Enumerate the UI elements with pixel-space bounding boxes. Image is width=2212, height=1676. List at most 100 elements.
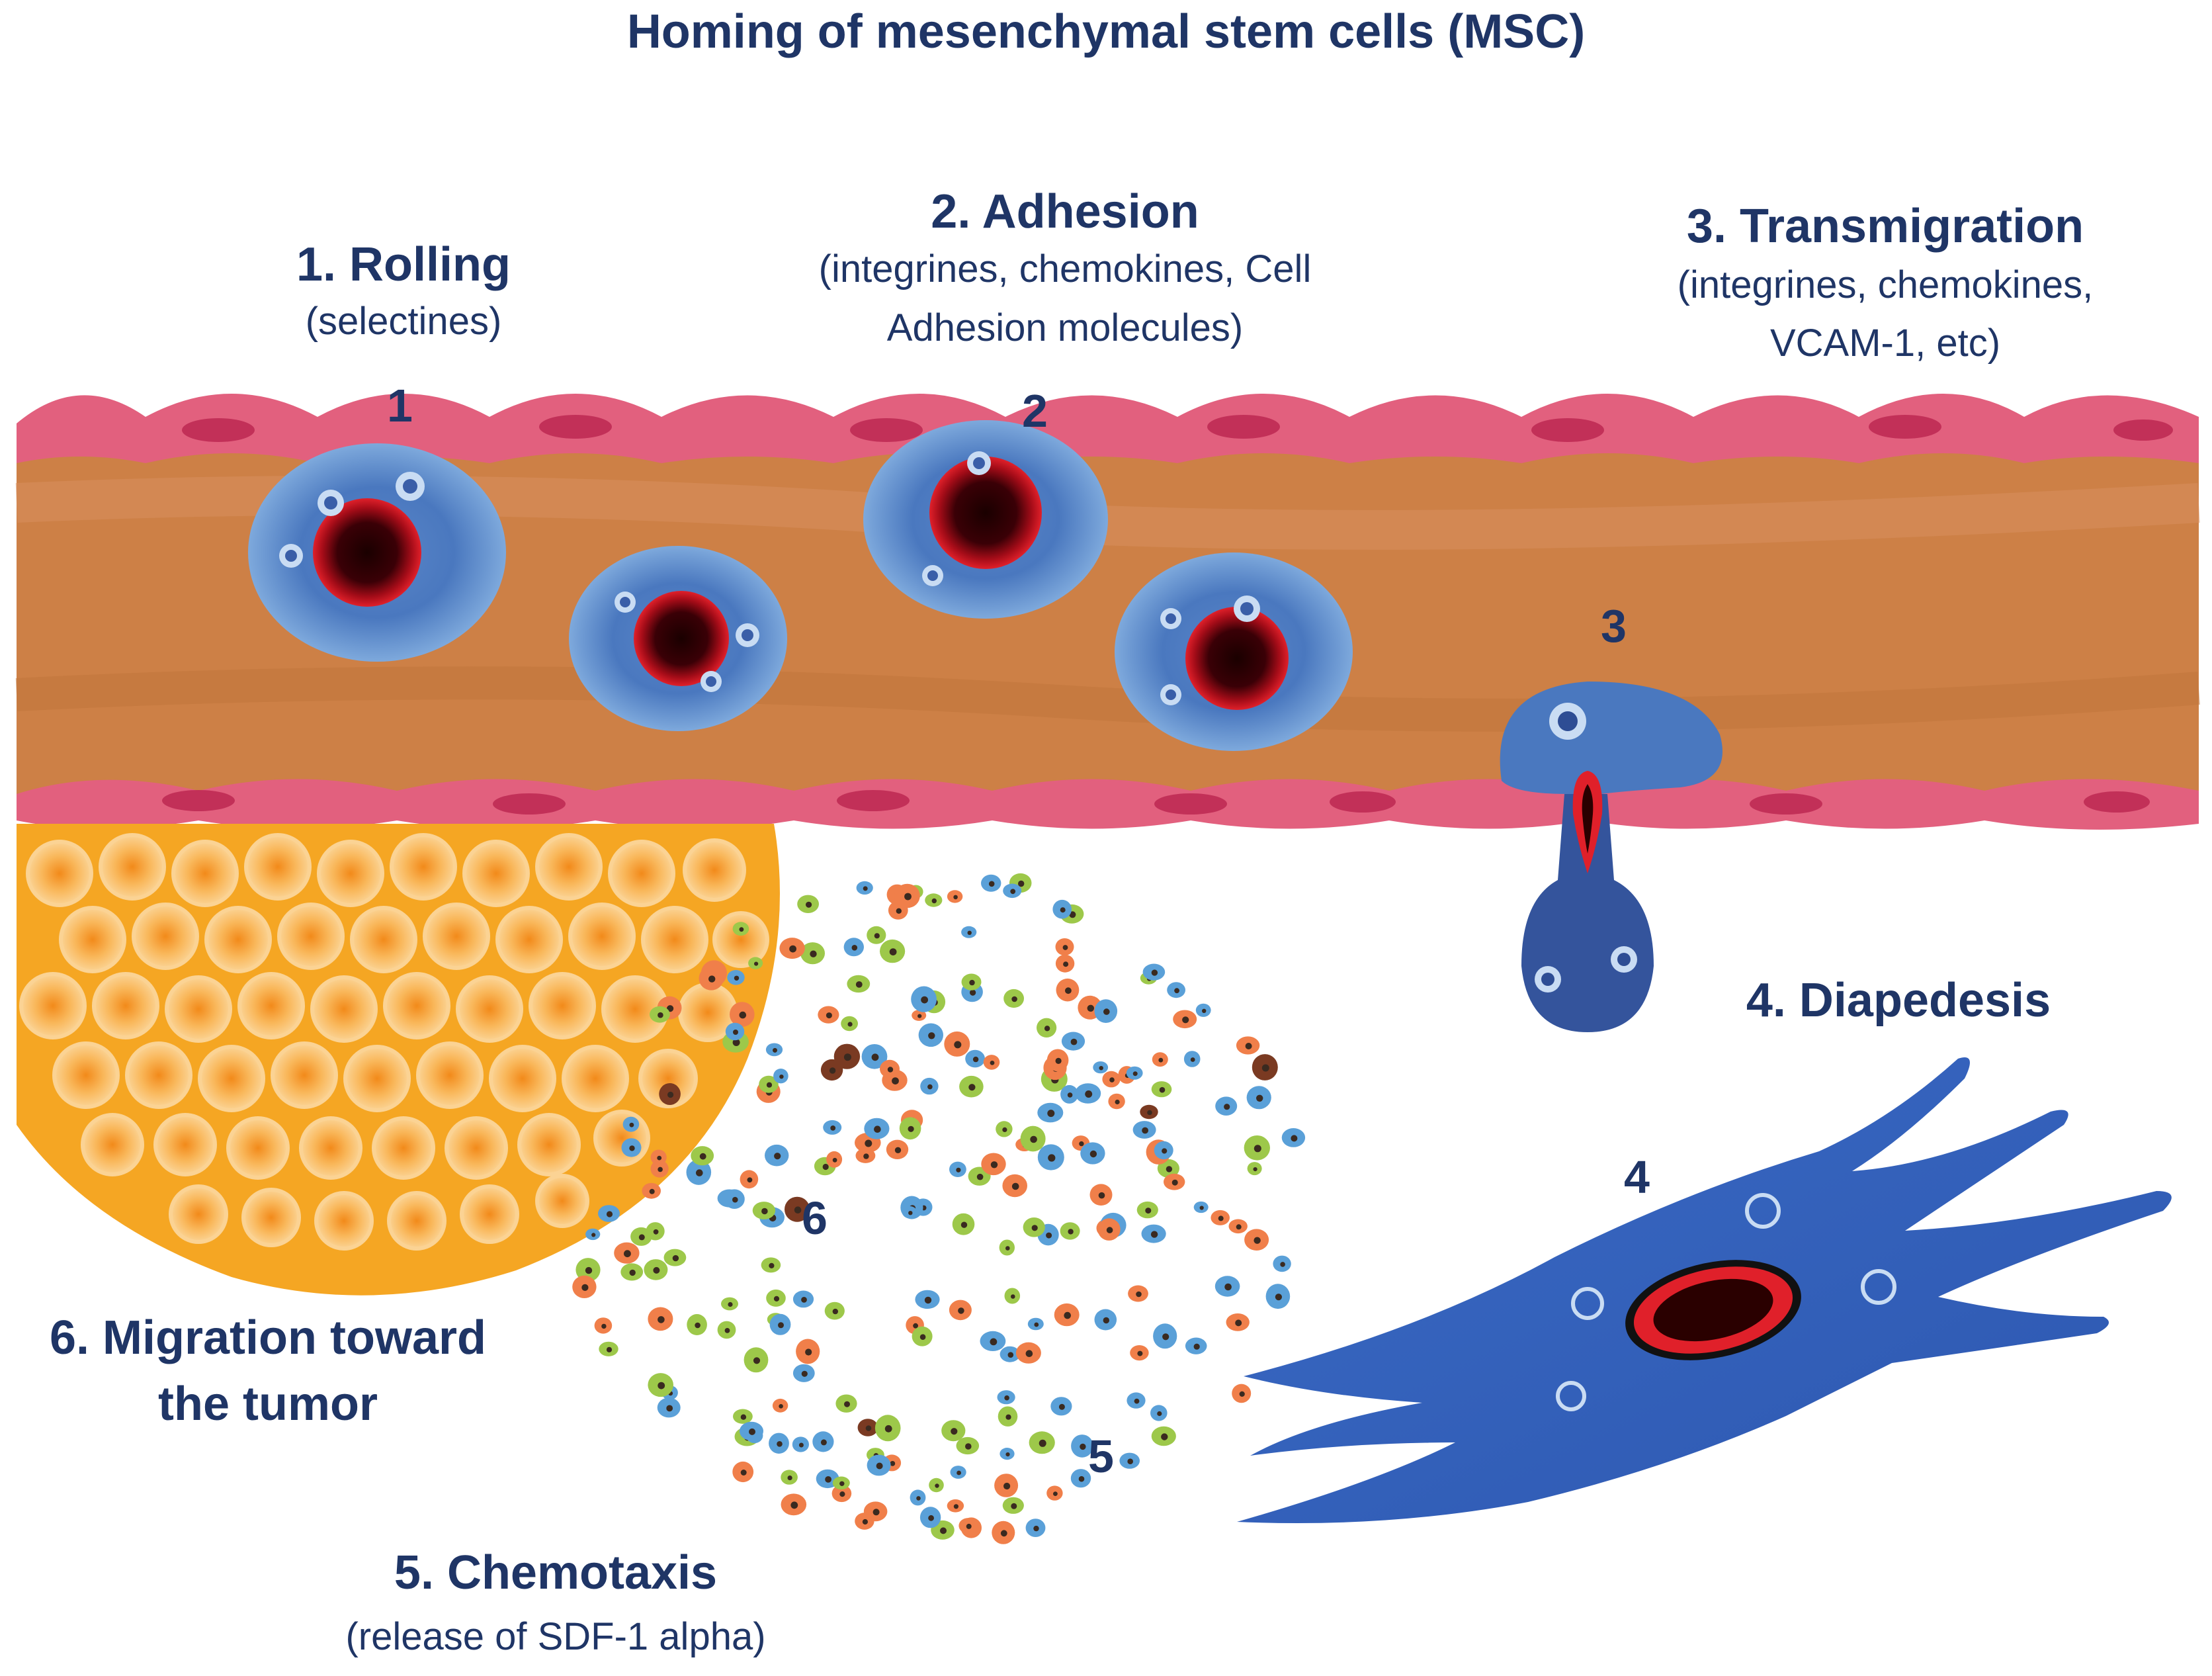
chemokine-particle-core	[789, 945, 796, 953]
chemokine-particle-core	[805, 1348, 812, 1356]
chemokine-particle-core	[931, 898, 937, 904]
chemokine-particle-core	[908, 1125, 914, 1132]
chemokine-particle-core	[826, 1012, 832, 1019]
chemokine-particle-core	[1030, 1135, 1037, 1143]
chemokine-particle-core	[1193, 1343, 1200, 1350]
chemokine-particle-core	[740, 1470, 747, 1476]
chemokine-particle-core	[1070, 1038, 1078, 1045]
step-diapedesis-title: 4. Diapedesis	[1746, 974, 2051, 1027]
chemokine-particle-core	[967, 930, 972, 936]
chemokine-particle-core	[1099, 1066, 1103, 1071]
chemokine-particle-core	[832, 1308, 839, 1315]
chemokine-particle-core	[820, 1439, 827, 1446]
chemokine-particle-core	[1005, 1414, 1011, 1420]
chemokine-particle-core	[1202, 1008, 1207, 1014]
chemokine-particle-core	[653, 1229, 659, 1235]
chemokine-particle-core	[1161, 1433, 1168, 1440]
chemokine-particle-core	[1134, 1398, 1140, 1404]
chemokine-particle-core	[801, 1297, 807, 1303]
chemokine-particle-core	[1151, 969, 1158, 976]
step-chemotaxis-marker: 5	[1088, 1431, 1114, 1482]
chemokine-particle-core	[794, 1206, 802, 1213]
chemokine-particle-core	[1062, 945, 1068, 950]
chemokine-particle-core	[749, 1428, 755, 1435]
step-adhesion-detail-line2: Adhesion molecules)	[886, 306, 1244, 349]
adhesion-msc-cell-2	[1115, 552, 1353, 751]
chemokine-particle-core	[839, 1481, 845, 1486]
chemokine-particle-core	[695, 1322, 701, 1329]
step-adhesion-detail-line1: (integrines, chemokines, Cell	[818, 247, 1312, 290]
step-transmigration-title: 3. Transmigration	[1686, 200, 2084, 253]
chemokine-particle-core	[761, 1208, 768, 1215]
step-chemotaxis-title: 5. Chemotaxis	[394, 1546, 718, 1599]
chemokine-particle-core	[1261, 1064, 1269, 1072]
chemokine-particle-core	[969, 979, 975, 986]
chemokine-particle-core	[894, 1147, 902, 1154]
chemokine-particle-core	[724, 1328, 730, 1333]
chemokine-particle-core	[1044, 1026, 1050, 1032]
chemokine-particle-core	[916, 1496, 921, 1501]
chemokine-particle-core	[1098, 1192, 1105, 1199]
chemokine-particle-core	[1127, 1458, 1133, 1464]
chemokine-particle-core	[733, 1030, 738, 1035]
chemokine-particle-core	[968, 1084, 976, 1091]
chemokine-particle-core	[951, 1428, 958, 1435]
chemokine-particle-core	[1003, 1482, 1011, 1490]
chemokine-particle-core	[1142, 1127, 1148, 1134]
chemokine-particles	[572, 873, 1306, 1544]
chemokine-particle-core	[1275, 1294, 1282, 1301]
chemokine-particle-core	[629, 1145, 635, 1151]
chemokine-particle-core	[844, 1401, 850, 1407]
chemokine-particle-core	[890, 1461, 896, 1466]
chemokine-particle-core	[708, 975, 716, 983]
chemokine-particle-core	[672, 1255, 679, 1262]
tumor-mass	[17, 824, 780, 1296]
chemokine-particle-core	[766, 1082, 773, 1088]
chemokine-particle-core	[1199, 1206, 1204, 1210]
chemokine-particle-core	[1005, 1246, 1010, 1251]
chemokine-particle-core	[696, 1169, 703, 1176]
chemokine-particle-core	[1147, 1110, 1152, 1116]
chemokine-particle-core	[581, 1284, 589, 1291]
step-rolling-title: 1. Rolling	[296, 238, 511, 291]
chemokine-particle-core	[658, 1382, 665, 1389]
chemokine-particle-core	[753, 1357, 761, 1364]
chemokine-particle-core	[1046, 1232, 1052, 1239]
chemokine-particle-core	[865, 1139, 872, 1147]
chemokine-particle-core	[798, 1442, 804, 1448]
rolling-msc-cell	[248, 443, 506, 662]
chemokine-particle-core	[1080, 1443, 1086, 1450]
endothelium-top	[17, 394, 2199, 463]
chemokine-particle-core	[988, 881, 995, 887]
chemokine-particle-core	[990, 1338, 998, 1346]
chemokine-particle-core	[1224, 1104, 1230, 1110]
rolling-msc-cell-2	[569, 546, 787, 731]
chemokine-particle-core	[1058, 1403, 1065, 1410]
chemokine-particle-core	[958, 1307, 964, 1314]
chemokine-particle-core	[1190, 1057, 1195, 1062]
chemokine-particle-core	[1018, 880, 1025, 887]
chemokine-particle-core	[1089, 1150, 1097, 1158]
chemokine-particle-core	[739, 927, 744, 932]
chemokine-particle-core	[777, 1441, 783, 1447]
chemokine-particle-core	[896, 908, 902, 914]
chemokine-particle-core	[1079, 1141, 1084, 1147]
chemokine-particle-core	[649, 1188, 655, 1194]
chemokine-particle-core	[1280, 1262, 1285, 1267]
chemokine-particle-core	[1060, 907, 1066, 913]
chemokine-particle-core	[863, 886, 868, 891]
chemokine-particle-core	[965, 1443, 972, 1450]
chemokine-particle-core	[874, 1125, 881, 1133]
chemokine-particle-core	[1159, 1086, 1166, 1093]
step-migration-title-line2: the tumor	[158, 1378, 378, 1431]
chemokine-particle-core	[779, 1404, 783, 1409]
chemokine-particle-core	[1162, 1333, 1170, 1341]
chemokine-particle-core	[1065, 987, 1072, 994]
chemokine-particle-core	[732, 1196, 738, 1203]
chemokine-particle-core	[606, 1211, 613, 1217]
chemokine-particle-core	[1047, 1110, 1055, 1118]
chemokine-particle-core	[1137, 1350, 1143, 1356]
diapedesis-spindle-cell	[1237, 1057, 2172, 1523]
chemokine-particle-core	[1103, 1008, 1110, 1015]
